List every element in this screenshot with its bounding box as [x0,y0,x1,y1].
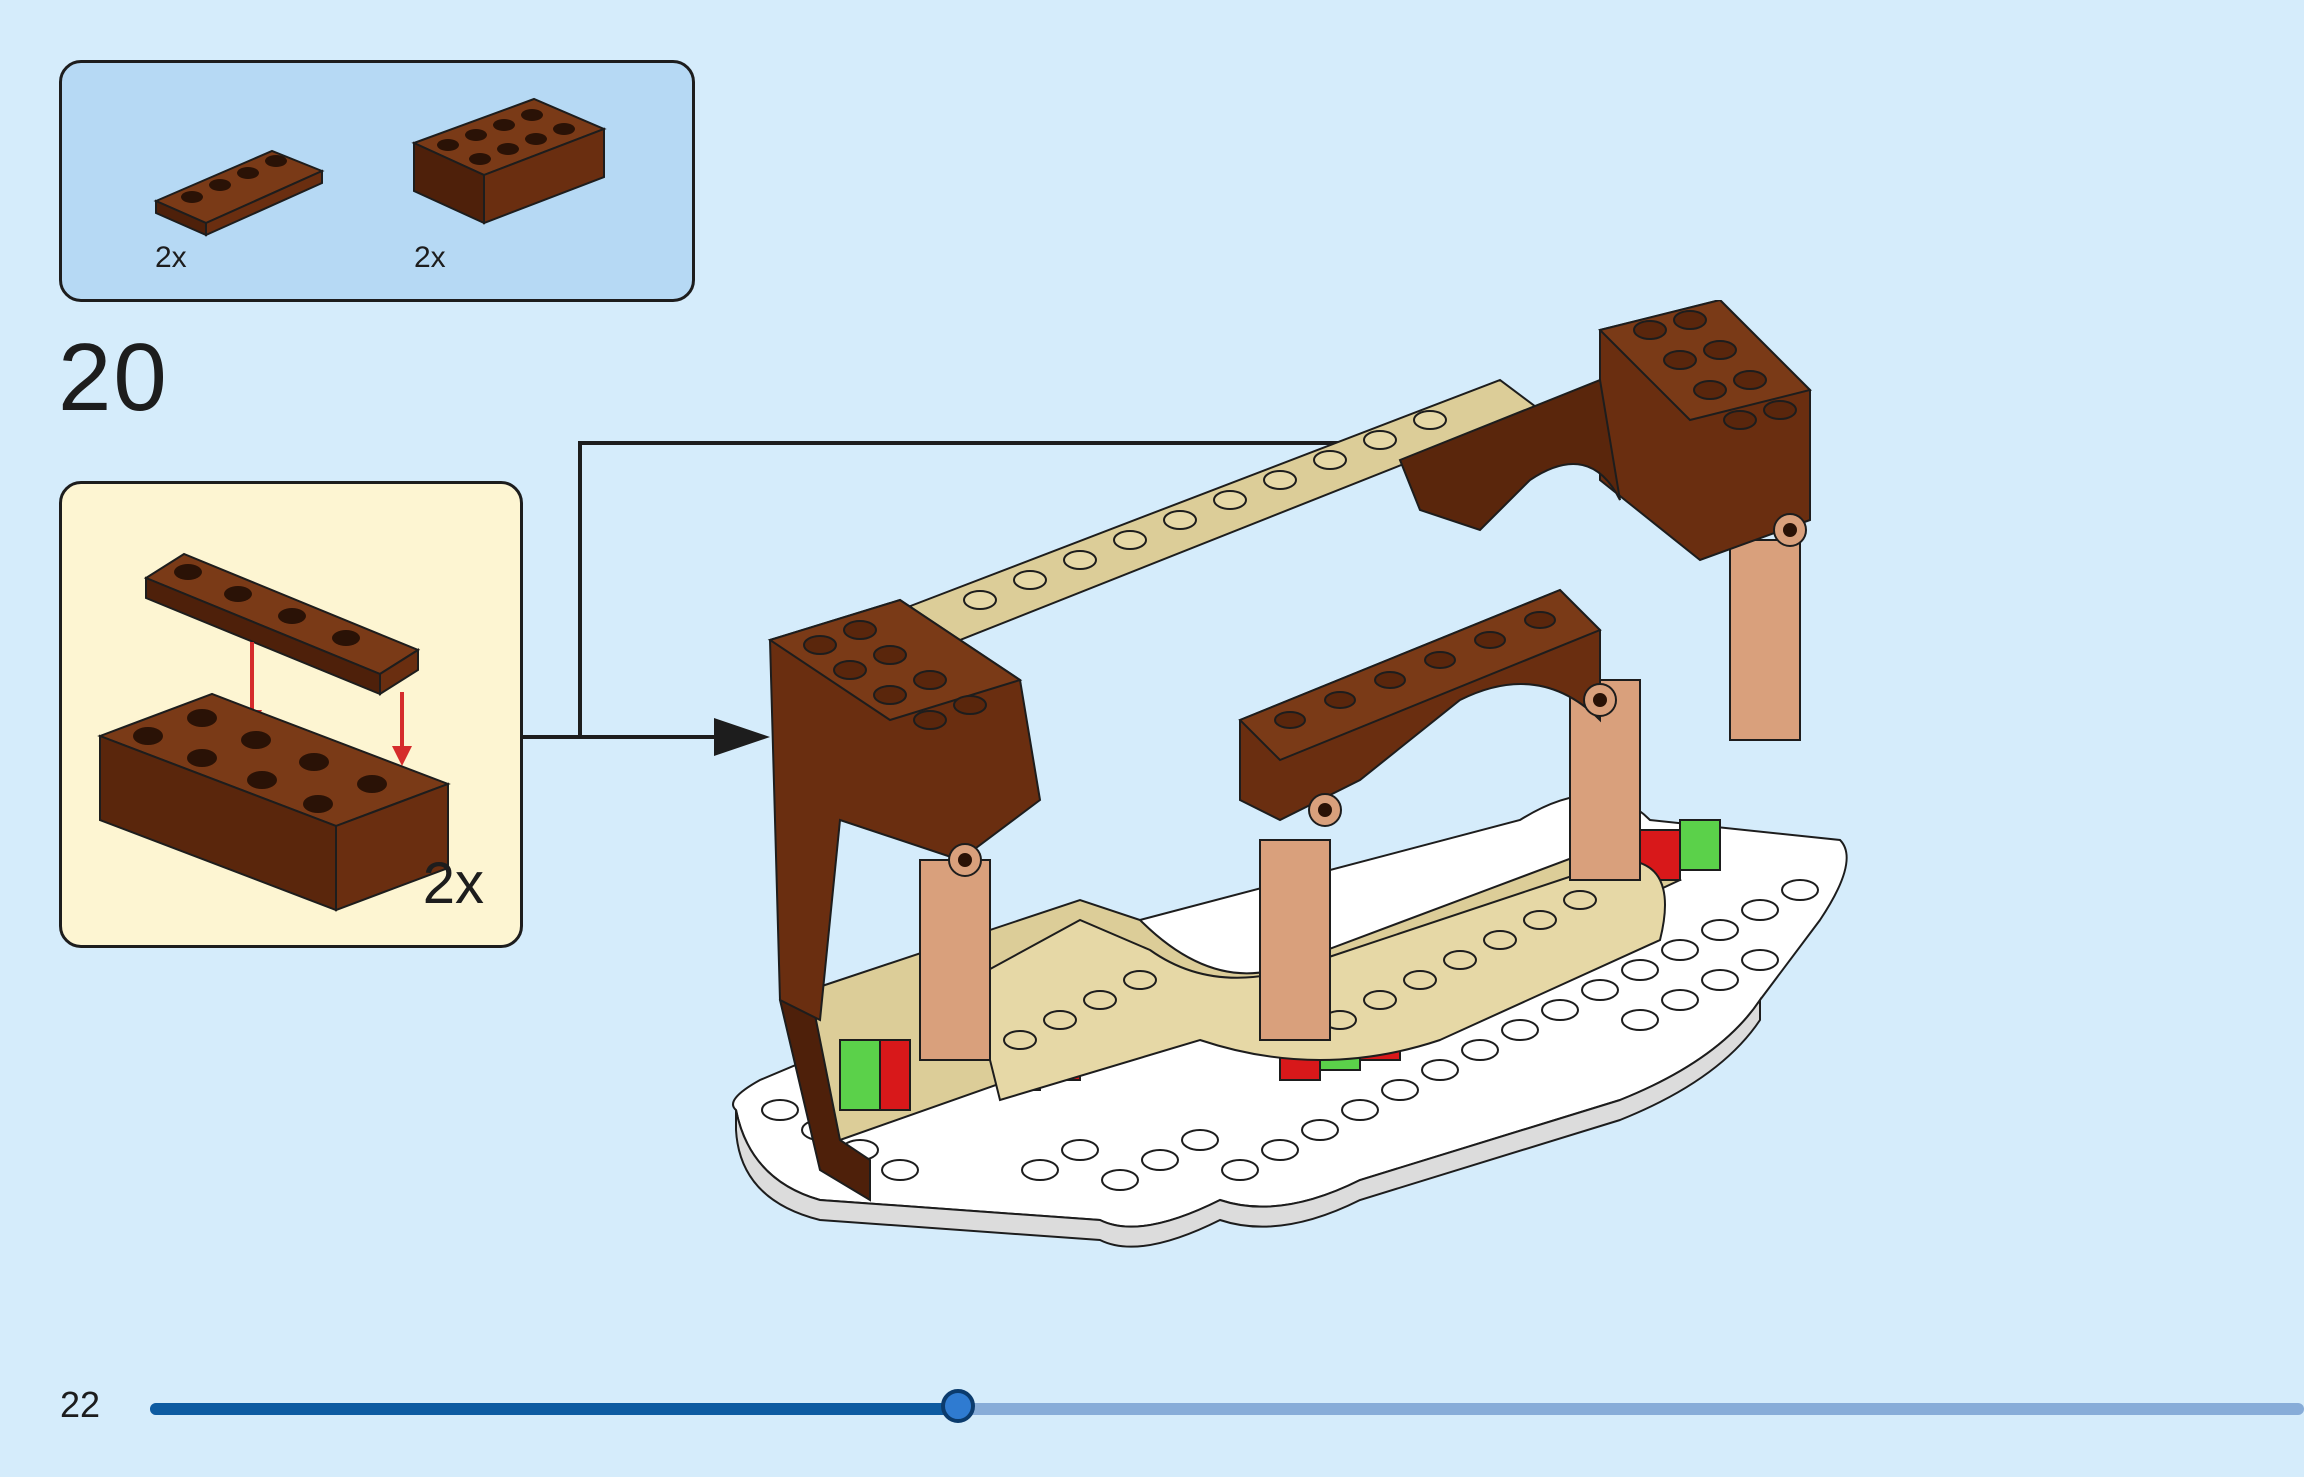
arrow-right-icon [714,718,770,756]
brown-brick-2x4-icon [411,97,607,225]
progress-bar-fill [150,1403,958,1415]
parts-list-box: 2x 2x [59,60,695,302]
sub-assembly-box: 2x [59,481,523,948]
page-number: 22 [60,1384,101,1425]
sub-assembly-quantity: 2x [422,851,484,916]
progress-knob-icon [940,1389,975,1423]
part-2-quantity: 2x [414,241,446,274]
step-number: 20 [58,324,169,431]
sub-assembly-illustration [97,552,451,912]
brown-plate-1x4-icon [153,149,325,237]
model-illustration [732,300,1848,1248]
progress-bar [150,1389,2304,1423]
part-1-quantity: 2x [155,241,187,274]
